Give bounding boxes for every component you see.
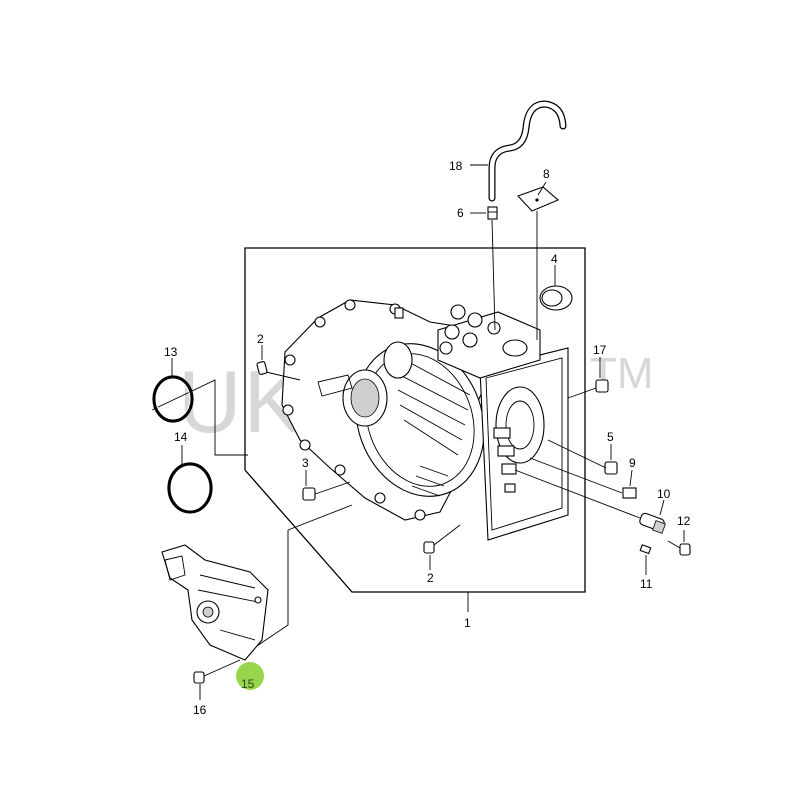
top-boss — [467, 312, 483, 328]
callout-17: 17 — [593, 343, 607, 357]
callout-10: 10 — [657, 487, 671, 501]
assembly-frame — [244, 247, 586, 593]
case-rib — [317, 374, 353, 397]
bolt — [667, 530, 691, 556]
callout-12: 12 — [677, 514, 691, 528]
highlight-marker — [236, 662, 264, 690]
leader-15 — [247, 504, 353, 653]
callouts: 1 2 2 3 4 5 6 8 9 10 11 12 13 14 15 16 1… — [164, 159, 691, 717]
bolt-boss — [284, 354, 296, 366]
o-ring — [167, 445, 213, 514]
top-tab — [394, 307, 404, 319]
o-ring — [152, 358, 194, 423]
callout-16: 16 — [193, 703, 207, 717]
bolt — [193, 659, 241, 700]
pin — [547, 439, 618, 475]
dowel-pin — [423, 524, 461, 570]
bolt-boss — [344, 299, 356, 311]
label-plate — [517, 181, 560, 340]
bolt-boss — [334, 464, 346, 476]
dowel-pin — [256, 345, 301, 381]
callout-5: 5 — [607, 430, 614, 444]
callout-14: 14 — [174, 430, 188, 444]
breather-fitting — [470, 206, 498, 331]
bolt-boss — [374, 492, 386, 504]
callout-2-upper: 2 — [257, 332, 264, 346]
bolt-boss — [314, 316, 326, 328]
callout-13: 13 — [164, 345, 178, 359]
top-boss — [450, 304, 466, 320]
bolt-boss — [414, 509, 426, 521]
side-flange — [485, 357, 563, 531]
leader-13-14 — [151, 379, 248, 456]
sensor — [514, 469, 666, 534]
callout-6: 6 — [457, 206, 464, 220]
top-boss — [439, 341, 453, 355]
callout-8: 8 — [543, 167, 550, 181]
callout-1: 1 — [464, 616, 471, 630]
upper-bore — [383, 341, 413, 379]
fitting — [497, 445, 515, 457]
callout-2-lower: 2 — [427, 571, 434, 585]
top-dome — [502, 339, 528, 357]
connector — [529, 457, 637, 499]
oil-seal — [539, 265, 573, 311]
top-valve-body — [437, 311, 541, 379]
breather-hose-inner — [489, 101, 566, 201]
top-boss — [444, 324, 460, 340]
shaft-bore-inner — [350, 378, 380, 418]
callout-3: 3 — [302, 456, 309, 470]
fitting — [501, 463, 517, 475]
callout-18: 18 — [449, 159, 463, 173]
top-boss — [487, 321, 501, 335]
gear-hatching — [397, 359, 471, 456]
range-sensor — [161, 544, 269, 661]
side-boss-inner — [505, 400, 535, 450]
callout-9: 9 — [629, 456, 636, 470]
dowel-bushing — [302, 470, 351, 501]
top-boss — [462, 332, 478, 348]
fitting — [493, 427, 511, 439]
callout-11: 11 — [640, 577, 653, 591]
bolt-boss — [299, 439, 311, 451]
side-boss — [495, 386, 545, 464]
transmission-case — [281, 299, 569, 541]
bolt-boss — [282, 404, 294, 416]
bushing — [567, 357, 609, 399]
fitting — [504, 483, 516, 493]
washer — [639, 544, 652, 575]
callout-4: 4 — [551, 252, 558, 266]
pan-ribs — [411, 465, 449, 497]
callout-15: 15 — [241, 677, 255, 691]
